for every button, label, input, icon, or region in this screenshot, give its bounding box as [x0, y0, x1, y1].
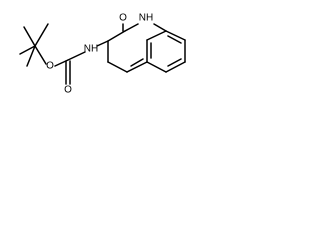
bond-c4a-c8a [126, 61, 148, 73]
bond-benzo-3 [165, 30, 186, 41]
bond-benzo-5 [165, 61, 186, 73]
bond-n1-c8a [153, 23, 167, 32]
bond-benzo-6 [146, 61, 167, 73]
bond-tbu-methyl-upper-left [23, 26, 36, 47]
bond-nh-c3 [96, 40, 109, 47]
bond-c4-c4a [107, 61, 128, 73]
bond-tbu-methyl-left [19, 45, 36, 55]
bond-carbonyl-nh [67, 51, 86, 61]
atom-ester-oxygen: O [46, 61, 54, 72]
bond-tbu-methyl-lower [26, 45, 36, 67]
carbamate-group [54, 51, 86, 85]
bond-tbu-oxygen [34, 45, 47, 65]
dihydroquinolinone-ring [96, 23, 186, 73]
bond-c3-c2 [107, 30, 126, 42]
bond-benzo-3-inner [167, 35, 182, 44]
bond-tbu-methyl-upper-right [34, 23, 49, 47]
atom-carbamate-carbonyl-oxygen: O [64, 85, 72, 96]
bond-c4a-c8a-inner [130, 58, 144, 67]
atom-lactam-nh: NH [139, 13, 153, 24]
bond-c2-n1 [124, 23, 139, 32]
bond-benzo-2 [146, 30, 167, 41]
atom-carbamate-nh: NH [84, 44, 98, 55]
atom-lactam-oxygen: O [119, 13, 127, 24]
bond-benzo-5-inner [167, 58, 182, 67]
chemical-structure: O O NH O NH [19, 13, 186, 96]
tert-butyl-group [19, 23, 49, 67]
